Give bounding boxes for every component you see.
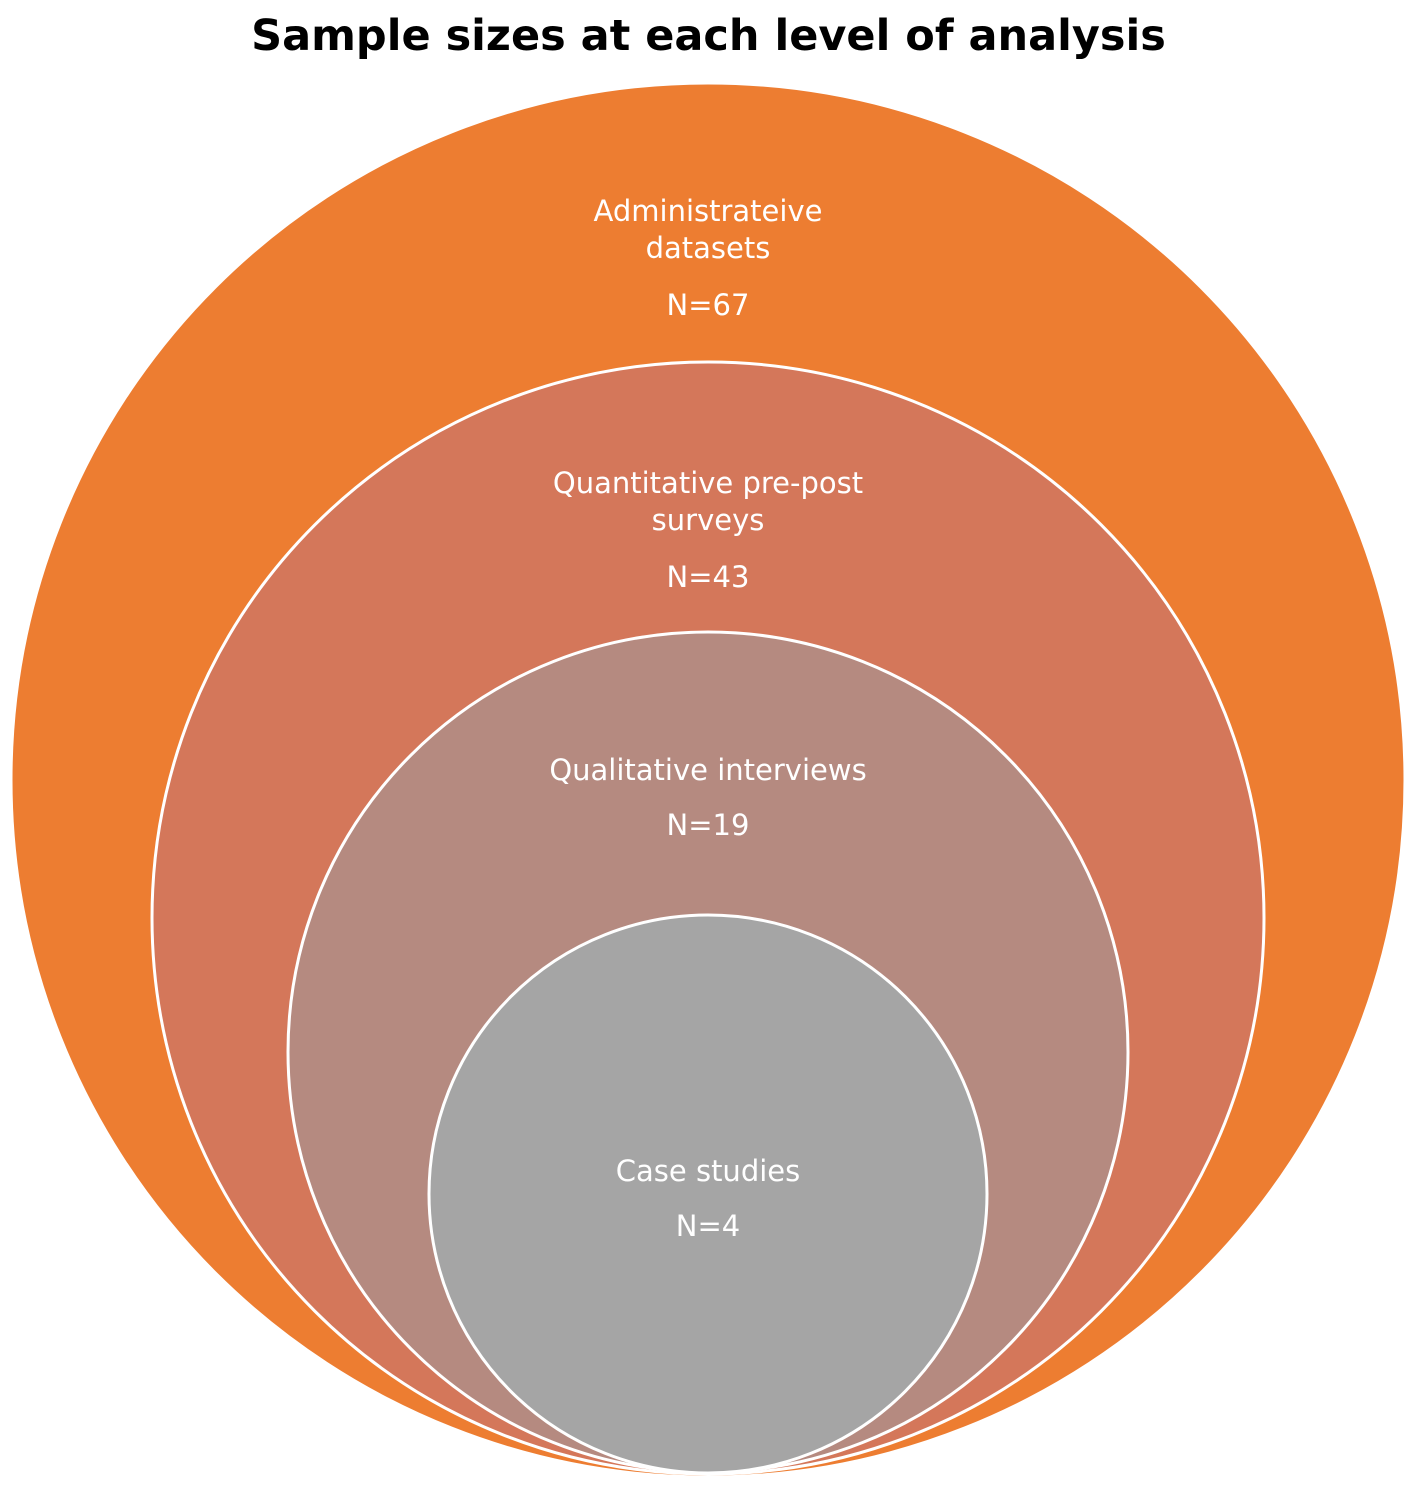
circle-case-studies <box>427 913 989 1475</box>
label-administrative-line-2: datasets <box>646 231 771 265</box>
label-qualitative-line-1: Qualitative interviews <box>549 753 866 787</box>
level-case-studies: Case studies N=4 <box>427 913 989 1475</box>
n-case-studies: N=4 <box>676 1209 740 1243</box>
n-qualitative: N=19 <box>667 808 750 842</box>
label-quantitative-line-1: Quantitative pre-post <box>553 466 863 500</box>
label-case-studies-line-1: Case studies <box>616 1154 800 1188</box>
label-quantitative-line-2: surveys <box>652 503 765 537</box>
n-quantitative: N=43 <box>667 560 750 594</box>
n-administrative: N=67 <box>667 288 750 322</box>
diagram-title: Sample sizes at each level of analysis <box>251 11 1166 61</box>
label-administrative-line-1: Administrateive <box>594 194 823 228</box>
